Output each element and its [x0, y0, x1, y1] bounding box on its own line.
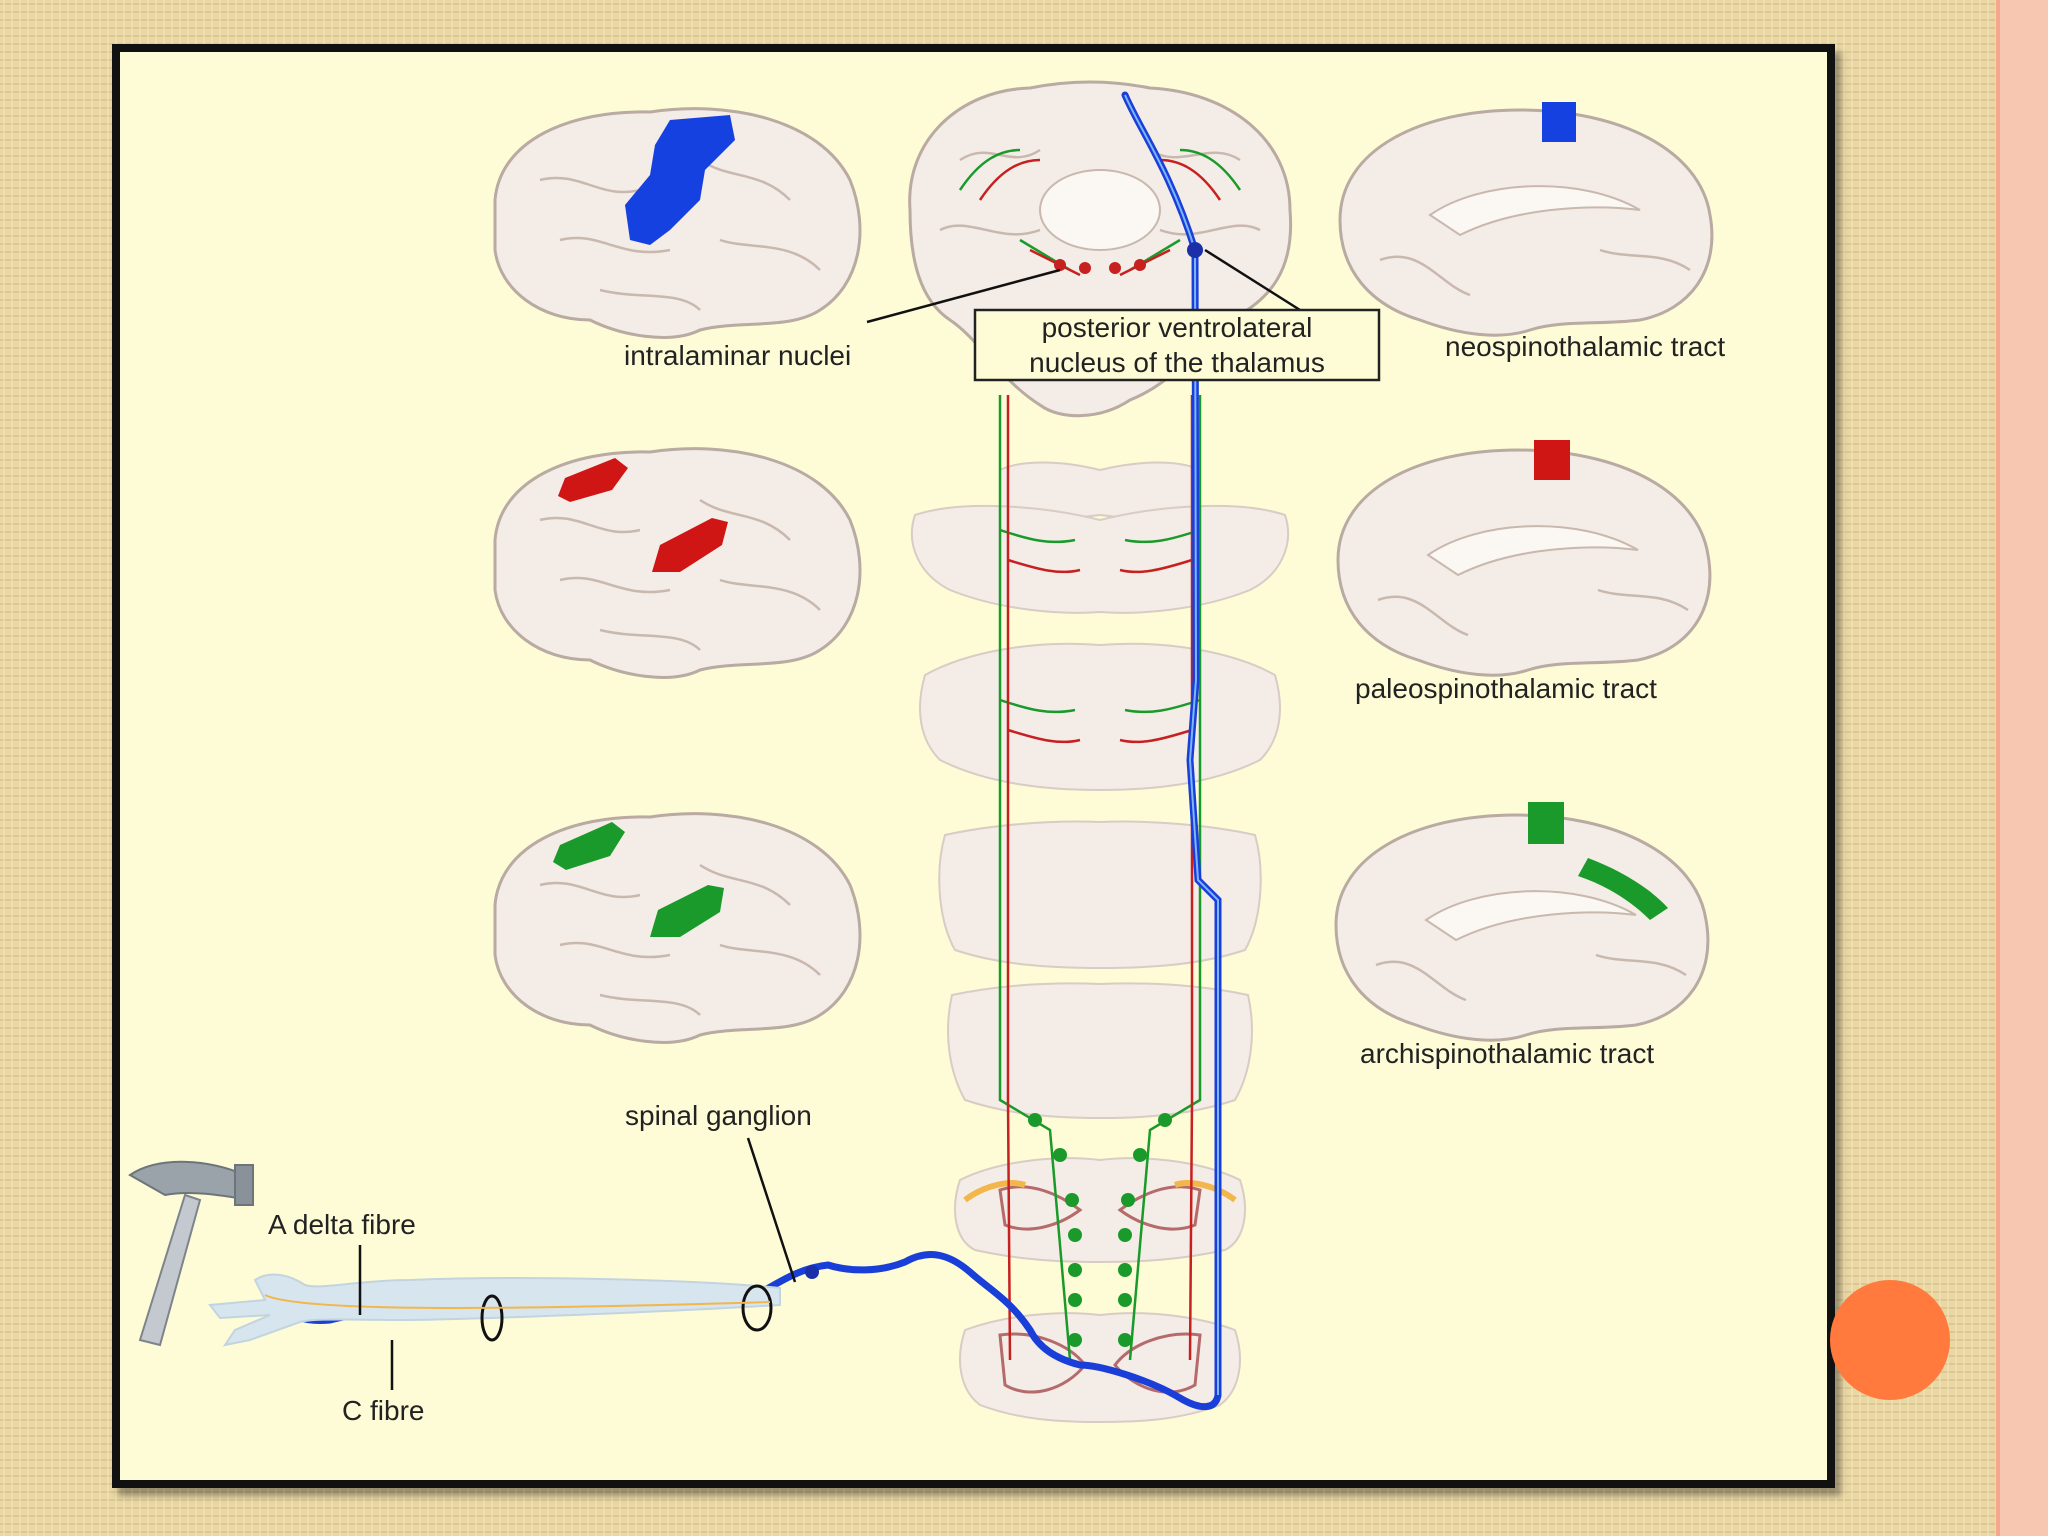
- paleospinothalamic-pathway: [978, 158, 1222, 1361]
- pvn-label-box: [973, 308, 1381, 382]
- label-archispinothalamic: archispinothalamic tract: [1360, 1038, 1654, 1069]
- nerve-markers: [480, 1284, 773, 1342]
- label-c-fibre: C fibre: [342, 1395, 424, 1426]
- label-a-delta-fibre: A delta fibre: [268, 1209, 416, 1240]
- right-decorative-stripe: [1996, 0, 2048, 1536]
- c-fibre-path: [264, 1294, 771, 1309]
- arm-outline: [208, 1273, 781, 1347]
- medial-brain-paleo: [1336, 440, 1712, 677]
- label-spinal-ganglion: spinal ganglion: [625, 1100, 812, 1131]
- lateral-brain-neo: [493, 107, 862, 339]
- label-intralaminar-nuclei: intralaminar nuclei: [624, 340, 851, 371]
- label-paleospinothalamic: paleospinothalamic tract: [1355, 673, 1657, 704]
- medial-brain-archi: [1334, 802, 1710, 1042]
- cord-section-5: [947, 982, 1253, 1120]
- cord-section-3: [919, 642, 1281, 792]
- leader-lines: [358, 248, 1301, 1390]
- label-pvn-line1: posterior ventrolateral: [1042, 312, 1313, 343]
- neo-neurons: [805, 242, 1203, 1279]
- cord-section-6: [954, 1157, 1246, 1264]
- medial-brain-neo: [1338, 102, 1714, 337]
- diagram-frame: intralaminar nuclei posterior ventrolate…: [112, 44, 1835, 1488]
- lateral-brain-archi: [493, 812, 862, 1044]
- thalamic-nuclei: [1054, 259, 1146, 274]
- cord-section-2: [910, 504, 1290, 614]
- pain-pathway-diagram: intralaminar nuclei posterior ventrolate…: [128, 80, 1725, 1426]
- label-neospinothalamic: neospinothalamic tract: [1445, 331, 1725, 362]
- hammer-icon: [128, 1160, 254, 1347]
- archi-relay-neurons: [1028, 1113, 1172, 1347]
- cord-section-4: [938, 820, 1262, 970]
- lateral-brain-paleo: [493, 447, 862, 679]
- label-pvn-line2: nucleus of the thalamus: [1029, 347, 1325, 378]
- accent-circle: [1830, 1280, 1950, 1400]
